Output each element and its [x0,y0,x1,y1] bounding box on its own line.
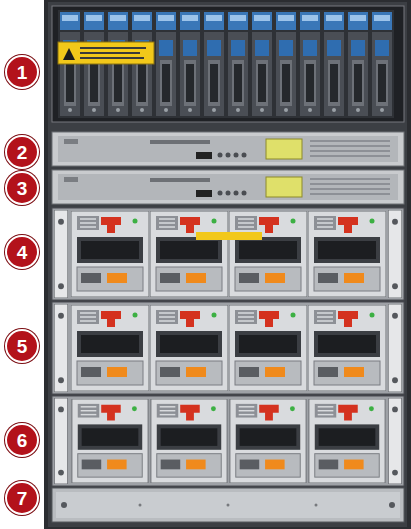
callout-number: 5 [17,337,28,356]
server-unit [52,170,404,204]
callout-number: 1 [17,63,28,82]
callout-circle: 1 [5,55,39,89]
callout-circle: 5 [5,329,39,363]
callout-number: 3 [17,179,28,198]
callout-number: 4 [17,243,28,262]
callout-number: 6 [17,431,28,450]
module-shelf [52,396,404,486]
callout-number: 7 [17,489,28,508]
callout-circle: 4 [5,235,39,269]
callout-circle: 6 [5,423,39,457]
module-shelf [52,208,404,300]
blank-panel [52,488,404,522]
module-shelf [52,302,404,394]
callout-number: 2 [17,143,28,162]
rack-frame [44,0,411,529]
callout-circle: 3 [5,171,39,205]
callout-circle: 7 [5,481,39,515]
drive-bays [58,10,394,118]
server-unit [52,132,404,166]
callout-circle: 2 [5,135,39,169]
warning-sticker [58,42,154,64]
